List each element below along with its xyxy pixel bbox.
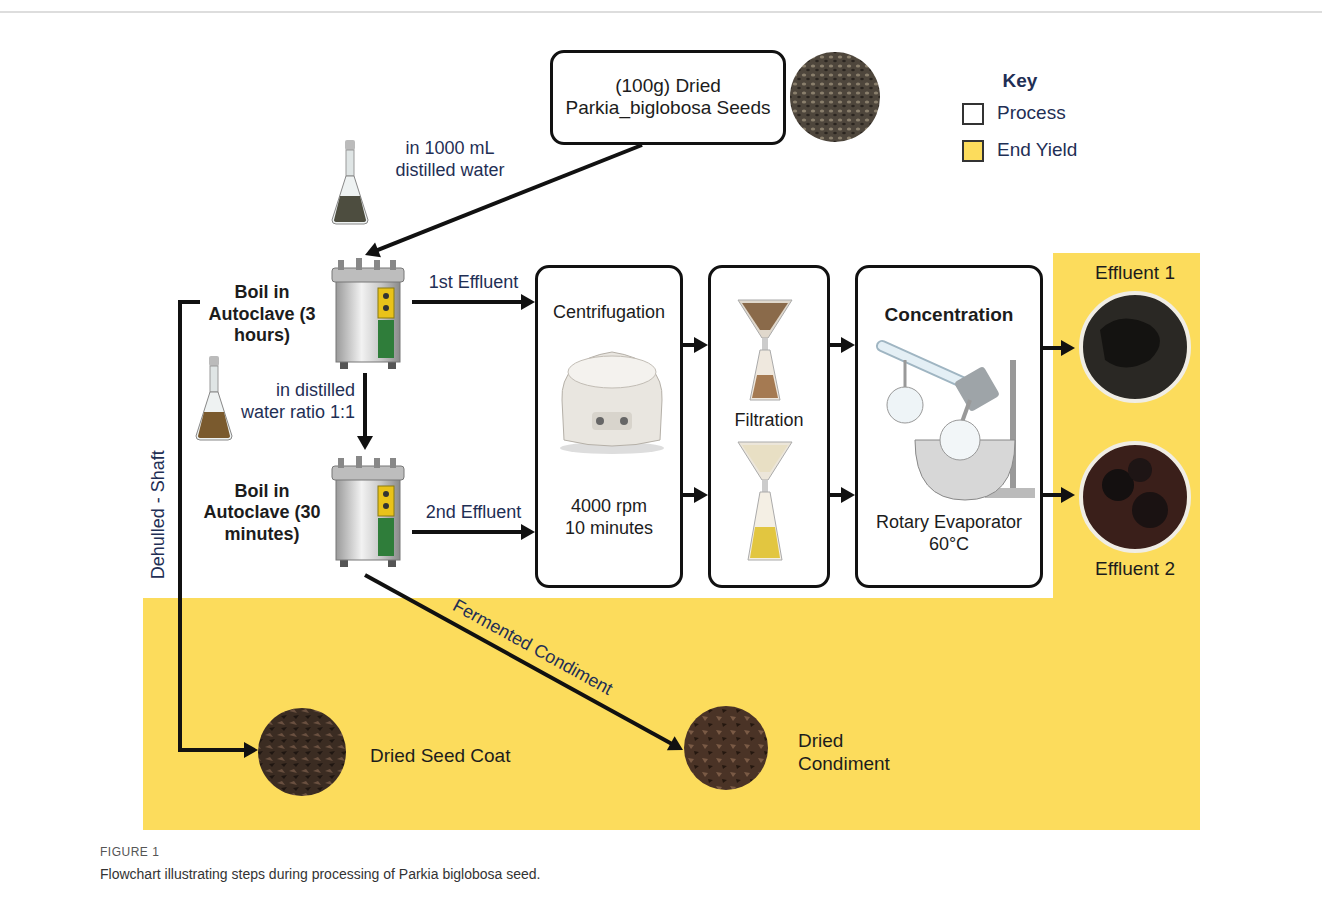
connector-line [365, 575, 672, 744]
process-box: Centrifugation 4000 rpm 10 minutes [535, 265, 683, 588]
legend-text: Process [997, 102, 1066, 124]
arrowhead [521, 294, 535, 310]
end-yield: Effluent 2 [1075, 440, 1195, 590]
edge-label: in 1000 mL distilled water [385, 138, 515, 181]
legend-swatch [962, 140, 984, 162]
edge-label: 1st Effluent [414, 272, 533, 294]
connector [683, 487, 708, 503]
edge-label: Dehulled - Shaft [147, 450, 169, 579]
node-title: Filtration [711, 410, 827, 432]
edge-label: 2nd Effluent [414, 502, 533, 524]
arrowhead [1061, 340, 1075, 356]
arrowhead [841, 337, 855, 353]
connector [357, 373, 373, 450]
process-step: Boil in Autoclave (3 hours) [200, 255, 412, 373]
arrowhead [694, 337, 708, 353]
connector [830, 337, 855, 353]
end-yield: Effluent 1 [1075, 262, 1195, 407]
process-step: Boil in Autoclave (30 minutes) [200, 450, 412, 575]
node-detail: 4000 rpm 10 minutes [562, 496, 656, 539]
arrowhead [244, 742, 258, 758]
arrowhead [357, 436, 373, 450]
legend-swatch [962, 103, 984, 125]
node-title: Dried Condiment [798, 730, 898, 776]
connector [683, 337, 708, 353]
connector-line [412, 530, 523, 534]
arrowhead [1061, 487, 1075, 503]
node-title: Boil in Autoclave (30 minutes) [200, 480, 324, 545]
arrowhead [841, 487, 855, 503]
arrowhead [521, 524, 535, 540]
legend-heading: Key [990, 70, 1050, 92]
input-box: (100g) Dried Parkia_biglobosa Seeds [550, 50, 786, 145]
connector-line [1043, 346, 1063, 350]
node-title: (100g) Dried Parkia_biglobosa Seeds [559, 75, 777, 121]
end-yield: Dried Condiment [683, 703, 903, 803]
node-title: Dried Seed Coat [370, 744, 518, 767]
process-box: ConcentrationRotary Evaporator 60°C [855, 265, 1043, 588]
node-title: Boil in Autoclave (3 hours) [200, 282, 324, 347]
arrowhead [694, 487, 708, 503]
connector [1043, 340, 1075, 356]
connector-line [1043, 493, 1063, 497]
figure-number: FIGURE 1 [100, 845, 500, 859]
arrowhead [365, 242, 381, 257]
legend-text: End Yield [997, 139, 1077, 161]
connector [830, 487, 855, 503]
connector-line [363, 373, 367, 438]
node-title: Effluent 2 [1075, 558, 1195, 581]
node-title: Centrifugation [538, 302, 680, 324]
connector [1043, 487, 1075, 503]
node-detail: Rotary Evaporator 60°C [866, 512, 1032, 555]
node-title: Concentration [858, 304, 1040, 327]
connector [412, 524, 535, 540]
caption: Flowchart illustrating steps during proc… [100, 866, 1200, 882]
node-title: Effluent 1 [1075, 262, 1195, 285]
process-box: Filtration [708, 265, 830, 588]
connector-line [412, 300, 523, 304]
arrowhead [667, 736, 683, 750]
end-yield: Dried Seed Coat [258, 703, 520, 808]
edge-label: in distilled water ratio 1:1 [230, 380, 355, 423]
connector [412, 294, 535, 310]
connector [365, 575, 683, 750]
